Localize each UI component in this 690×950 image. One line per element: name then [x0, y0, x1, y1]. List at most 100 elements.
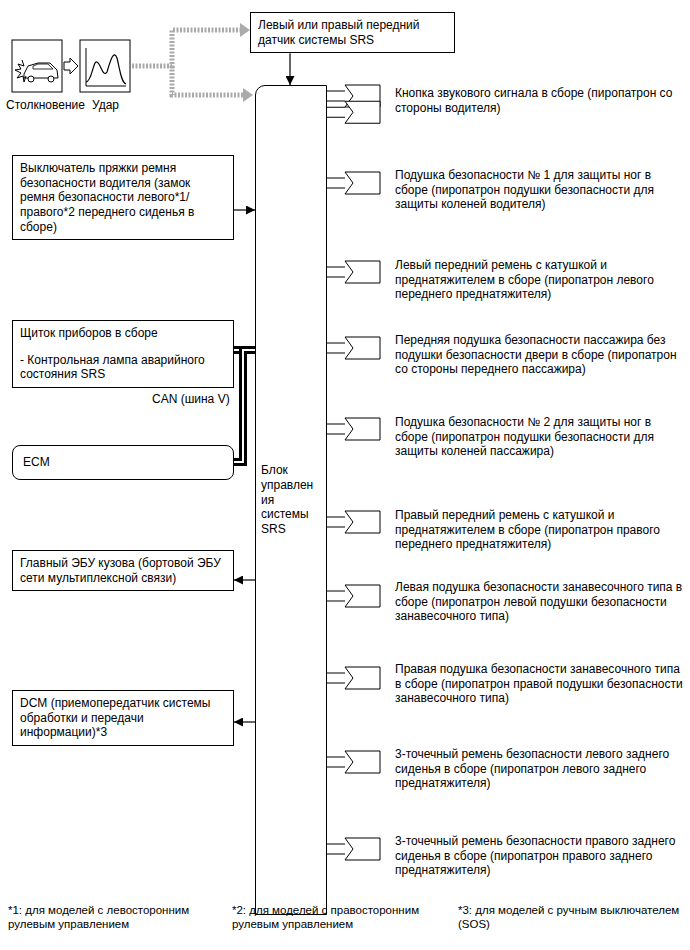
squib-load: Правый передний ремень с катушкой и пред…: [345, 508, 685, 552]
connector-symbol: [345, 751, 380, 773]
connector-symbol: [345, 101, 380, 123]
squib-wire-gap: [327, 344, 345, 353]
squib-load: Кнопка звукового сигнала в сборе (пиропа…: [345, 86, 685, 115]
collision-car-icon: [15, 60, 58, 82]
signal-line: [289, 53, 290, 85]
connector-symbol: [345, 838, 380, 860]
illustration-caption: Столкновение: [6, 98, 85, 113]
node-title: Подушка безопасности № 2 для защиты ног …: [395, 415, 685, 459]
illustration-caption: Удар: [92, 98, 119, 113]
squib-wire: [327, 343, 345, 354]
node-title: 3-точечный ремень безопасности правого з…: [395, 834, 685, 878]
signal-arrow: [172, 66, 243, 95]
squib-load: Подушка безопасности № 2 для защиты ног …: [345, 415, 685, 459]
node-title: Правый передний ремень с катушкой и пред…: [395, 508, 685, 552]
footnote: *2: для моделей с правосторонним рулевым…: [232, 903, 454, 931]
node-body: - Контрольная лампа аварийного состояния…: [20, 353, 226, 382]
signal-line: [234, 580, 255, 581]
node-title: ECM: [23, 455, 223, 470]
signal-line: [234, 722, 255, 723]
connector-symbol: [345, 172, 380, 194]
node-title: Левый передний ремень с катушкой и предн…: [395, 258, 685, 302]
squib-wire-gap: [327, 592, 345, 601]
squib-wire: [327, 673, 345, 684]
connector-symbol: [345, 511, 380, 533]
squib-wire-gap: [327, 674, 345, 683]
squib-wire: [327, 172, 380, 194]
srs-ecu-box: Блок управлен ия системы SRS: [255, 85, 327, 915]
signal-arrowhead: [240, 23, 250, 37]
squib-wire: [327, 91, 345, 102]
squib-load: Правая подушка безопасности занавесочног…: [345, 662, 685, 706]
signal-line: [234, 210, 255, 211]
signal-line: [234, 209, 255, 210]
squib-wire: [327, 751, 380, 773]
node-title: Щиток приборов в сборе: [20, 326, 226, 341]
node-title: Подушка безопасности № 1 для защиты ног …: [395, 168, 685, 212]
signal-line: [290, 53, 291, 85]
squib-wire: [327, 107, 345, 118]
squib-load: Передняя подушка безопасности пассажира …: [345, 333, 685, 377]
can-bus-line: [234, 350, 255, 462]
squib-wire: [327, 838, 380, 860]
node-title: Левый или правый передний датчик системы…: [258, 18, 447, 47]
node-title: Левая подушка безопасности занавесочного…: [395, 580, 685, 624]
node-title: DCM (приемопередатчик системы обработки …: [20, 696, 226, 740]
node-title: Блок управлен ия системы SRS: [261, 463, 321, 536]
squib-wire: [327, 591, 345, 602]
signal-line: [234, 721, 255, 722]
signal-line: [234, 579, 255, 580]
node-title: Передняя подушка безопасности пассажира …: [395, 333, 685, 377]
buckle-switch-box: Выключатель пряжки ремня безопасности во…: [12, 155, 234, 240]
node-title: Кнопка звукового сигнала в сборе (пиропа…: [395, 86, 685, 115]
squib-wire: [327, 585, 380, 607]
squib-wire: [327, 267, 345, 278]
footnote: *3: для моделей с ручным выключателем (S…: [458, 903, 684, 931]
node-title: 3-точечный ремень безопасности левого за…: [395, 747, 685, 791]
squib-wire-gap: [327, 92, 345, 101]
can-bus-line: [234, 350, 255, 462]
squib-wire: [327, 667, 380, 689]
squib-wire-gap: [327, 425, 345, 434]
footnote: *1: для моделей с левосторонним рулевым …: [8, 903, 228, 931]
squib-wire-gap: [327, 758, 345, 767]
instrument-cluster-box: Щиток приборов в сборе - Контрольная ламп…: [12, 320, 234, 388]
collision-icon-frame: [12, 40, 62, 92]
bus-label: CAN (шина V): [150, 392, 232, 407]
connector-symbol: [345, 418, 380, 440]
squib-wire-gap: [327, 518, 345, 527]
squib-wire-gap: [327, 108, 345, 117]
ecm-box: ECM: [12, 445, 234, 480]
node-title: Правая подушка безопасности занавесочног…: [395, 662, 685, 706]
connector-symbol: [345, 261, 380, 283]
connector-symbol: [345, 337, 380, 359]
squib-wire: [327, 101, 380, 123]
connector-symbol: [345, 667, 380, 689]
node-title: Главный ЭБУ кузова (бортовой ЭБУ сети му…: [20, 556, 226, 585]
flow-arrow: [64, 58, 78, 74]
dcm-box: DCM (приемопередатчик системы обработки …: [12, 690, 234, 746]
signal-arrow: [132, 30, 240, 66]
squib-load: Левая подушка безопасности занавесочного…: [345, 580, 685, 624]
squib-wire: [327, 757, 345, 768]
signal-arrowhead: [243, 88, 253, 102]
squib-wire: [327, 844, 345, 855]
squib-load: Левый передний ремень с катушкой и предн…: [345, 258, 685, 302]
graph-axes: [86, 48, 126, 86]
can-bus-gap: [234, 350, 255, 462]
squib-wire: [327, 517, 345, 528]
squib-wire-gap: [327, 268, 345, 277]
squib-wire: [327, 424, 345, 435]
squib-wire-gap: [327, 179, 345, 188]
squib-load: 3-точечный ремень безопасности правого з…: [345, 834, 685, 878]
squib-wire: [327, 178, 345, 189]
squib-wire-gap: [327, 845, 345, 854]
sensor-box: Левый или правый передний датчик системы…: [250, 12, 455, 53]
connector-symbol: [345, 585, 380, 607]
body-ecu-box: Главный ЭБУ кузова (бортовой ЭБУ сети му…: [12, 550, 234, 591]
impact-graph-frame: [80, 40, 130, 92]
node-title: Выключатель пряжки ремня безопасности во…: [20, 161, 226, 234]
squib-load: Подушка безопасности № 1 для защиты ног …: [345, 168, 685, 212]
squib-wire: [327, 511, 380, 533]
squib-wire: [327, 261, 380, 283]
